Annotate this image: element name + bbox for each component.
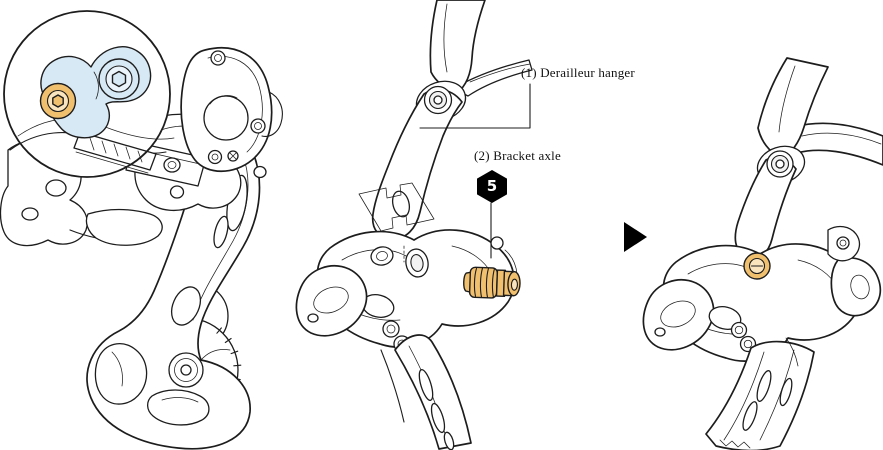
panel-derailleur-overview [0,10,283,450]
next-step-arrow-icon [624,222,647,252]
cover-window [203,95,249,141]
tool-size-value: 5 [486,177,498,195]
bracket-axle-bolt [463,266,521,299]
panel-axle-installation [295,0,533,450]
bracket-axle-label: (2) Bracket axle [474,148,561,163]
magnifier-circle [3,10,171,178]
hanger-label-leader [419,83,531,129]
hanger-label: (1) Derailleur hanger [521,65,635,80]
hanger-hole [391,190,411,218]
derailleur-hanger [371,89,463,240]
panel-axle-installed [642,57,883,450]
alignment-plane [358,182,435,232]
